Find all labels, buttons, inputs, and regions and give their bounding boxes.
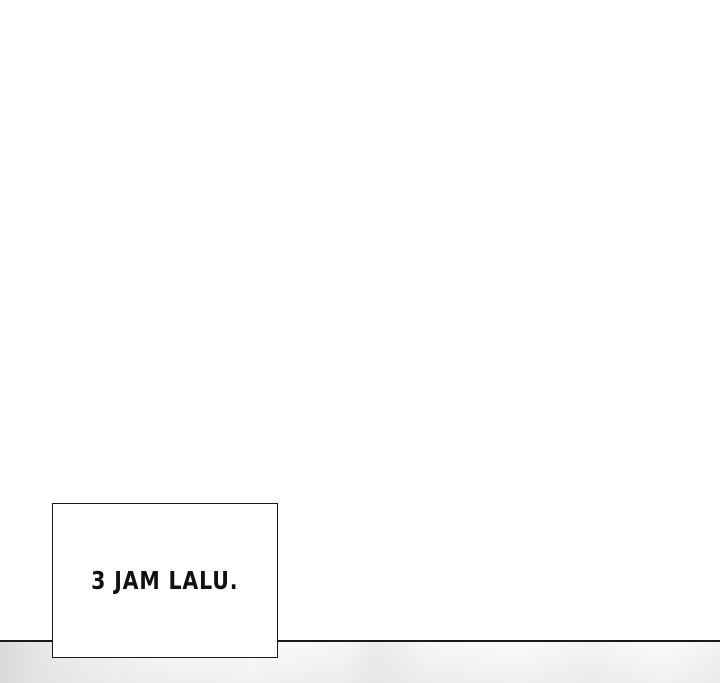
caption-box: 3 JAM LALU.: [52, 503, 278, 658]
caption-text: 3 JAM LALU.: [91, 566, 239, 595]
